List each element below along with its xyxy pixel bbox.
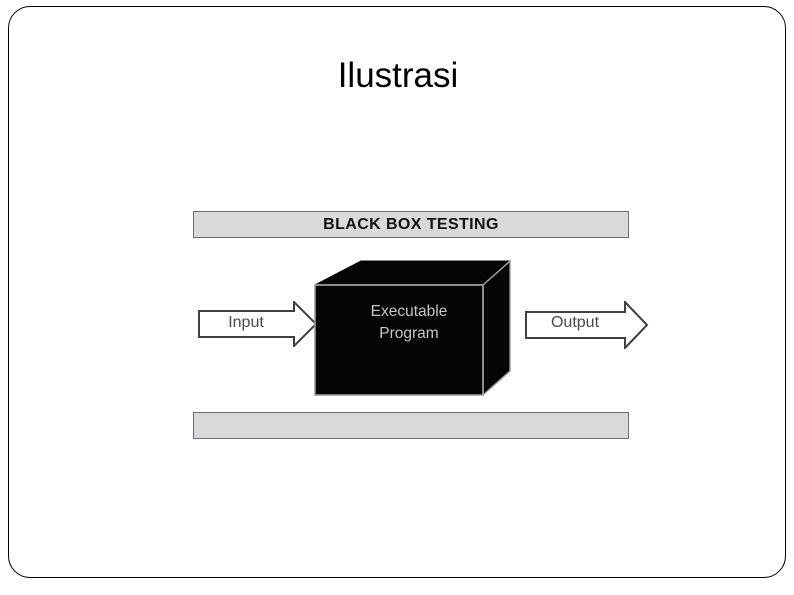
black-box-testing-diagram: BLACK BOX TESTING Input [193, 205, 649, 440]
output-arrow: Output [525, 301, 649, 349]
input-arrow-icon [198, 301, 318, 347]
page-title: Ilustrasi [337, 56, 459, 95]
slide-frame: Ilustrasi BLACK BOX TESTING Input [8, 6, 786, 578]
input-arrow: Input [198, 301, 318, 347]
bottom-band [193, 412, 629, 439]
executable-program-box: Executable Program [313, 259, 513, 398]
top-band: BLACK BOX TESTING [193, 211, 629, 238]
top-band-label: BLACK BOX TESTING [323, 215, 499, 233]
output-arrow-icon [525, 301, 649, 349]
cube-icon [314, 259, 512, 397]
